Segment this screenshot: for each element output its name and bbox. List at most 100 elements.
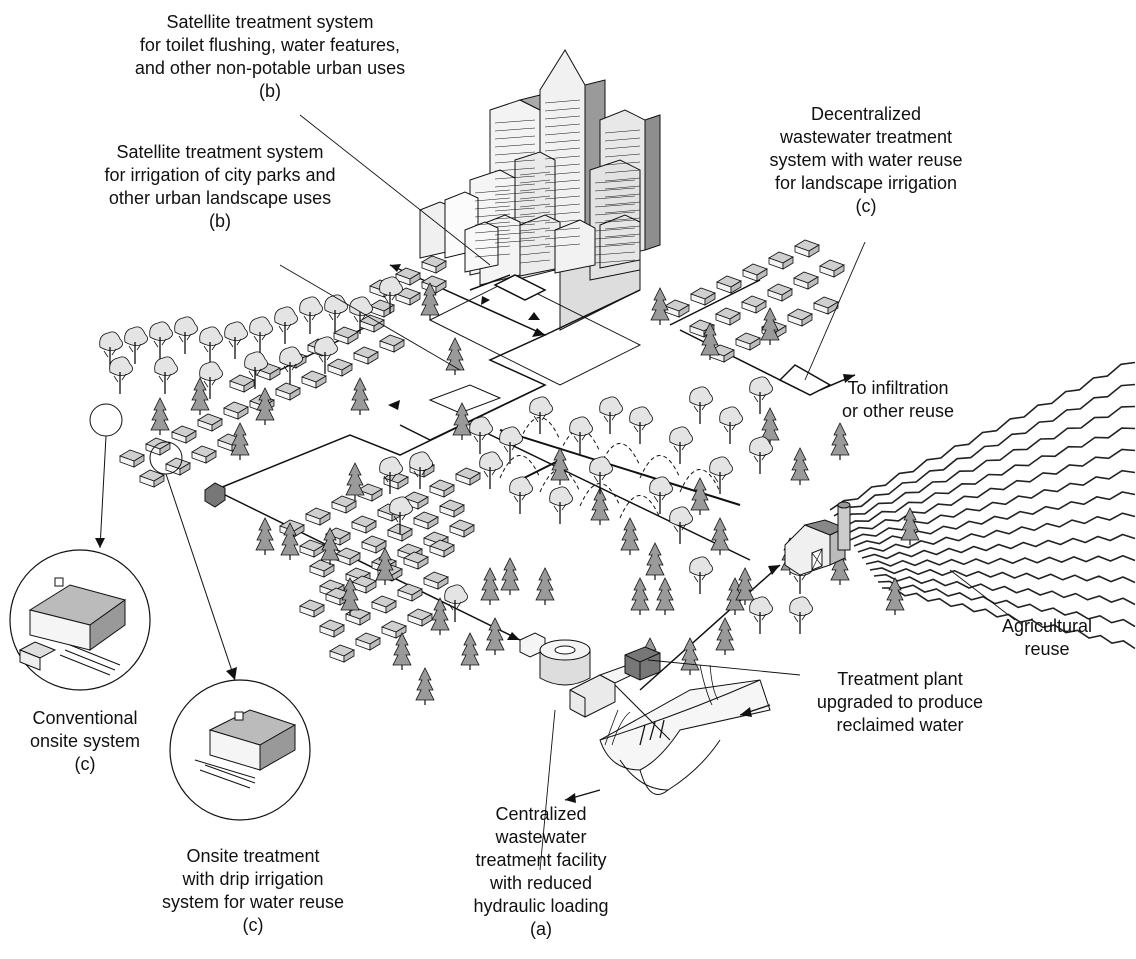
house-icon [407, 608, 433, 627]
tree-icon [324, 294, 349, 333]
window-line [594, 243, 636, 248]
tree-icon [485, 617, 505, 656]
window-line [594, 195, 636, 200]
window-line [519, 195, 551, 200]
pipe-network [214, 264, 856, 691]
window-line [594, 259, 636, 264]
window-line [519, 187, 551, 192]
tree-icon [669, 506, 694, 545]
label-line: (c) [243, 915, 264, 935]
window-line [544, 203, 581, 208]
house-icon [742, 263, 768, 282]
window-line [494, 167, 536, 172]
window-line [519, 203, 551, 208]
sprinkler-arc-icon [619, 495, 661, 519]
label-line: (b) [259, 81, 281, 101]
window-line [494, 143, 536, 148]
tree-icon [630, 577, 650, 616]
field-row [873, 573, 1136, 606]
house-icon [327, 358, 353, 377]
window-line [544, 163, 581, 168]
tree-icon [789, 596, 814, 635]
label-line: Agricultural [1002, 616, 1092, 636]
field-row [845, 448, 1136, 535]
house-icon [353, 346, 379, 365]
label-line: with drip irrigation [181, 869, 323, 889]
window-line [544, 155, 581, 160]
tree-icon [680, 637, 700, 676]
tree-icon [444, 584, 469, 623]
window-line [544, 131, 581, 136]
window-line [474, 237, 511, 242]
house-icon [229, 374, 255, 393]
window-line [474, 197, 511, 202]
window-line [474, 229, 511, 234]
house-icon [371, 595, 397, 614]
window-line [604, 209, 641, 214]
label-line: wastewater [494, 827, 586, 847]
window-line [494, 223, 536, 228]
tree-icon [249, 316, 274, 355]
window-line [604, 193, 641, 198]
window-line [604, 153, 641, 158]
label-line: (a) [530, 919, 552, 939]
window-line [494, 151, 536, 156]
field-row [853, 491, 1136, 547]
window-line [594, 179, 636, 184]
house-icon [449, 519, 475, 538]
window-line [544, 227, 581, 232]
conventional-onsite-circle [9, 549, 151, 691]
tree-icon [760, 307, 780, 346]
house-icon [413, 511, 439, 530]
tree-icon [479, 451, 504, 490]
window-line [544, 99, 581, 104]
house-icon [165, 457, 191, 476]
house-icon [145, 437, 171, 456]
house-icon [793, 271, 819, 290]
window-line [474, 221, 511, 226]
label-line: upgraded to produce [817, 692, 983, 712]
window-line [494, 183, 536, 188]
field-row [869, 567, 1136, 584]
tree-icon [645, 542, 665, 581]
window-line [494, 199, 536, 204]
window-line [494, 231, 536, 236]
window-line [594, 187, 636, 192]
tree-icon [535, 567, 555, 606]
window-line [494, 215, 536, 220]
house-icon [819, 259, 845, 278]
sprinkler-arc-icon [499, 455, 541, 479]
window-line [474, 213, 511, 218]
house-icon [379, 334, 405, 353]
window-line [519, 259, 551, 264]
tree-icon [375, 547, 395, 586]
label-line: (c) [75, 754, 96, 774]
label-line: for irrigation of city parks and [104, 165, 335, 185]
field-row [849, 469, 1136, 541]
label-line: onsite system [30, 731, 140, 751]
window-line [474, 245, 511, 250]
tree-icon [109, 356, 134, 395]
window-line [519, 251, 551, 256]
house-icon [715, 307, 741, 326]
window-line [544, 211, 581, 216]
window-line [604, 233, 641, 238]
label-line: reclaimed water [836, 715, 963, 735]
label-line: (c) [856, 196, 877, 216]
window-line [604, 137, 641, 142]
window-line [519, 235, 551, 240]
satellite-treatment-box [204, 384, 502, 508]
label-line: system with water reuse [769, 150, 962, 170]
window-line [544, 123, 581, 128]
leader-lines [279, 114, 1016, 871]
tree-icon [715, 617, 735, 656]
tree-icon [345, 462, 365, 501]
tree-icon [149, 321, 174, 360]
tree-icon [749, 596, 774, 635]
window-line [519, 179, 551, 184]
tree-icon [689, 556, 714, 595]
tree-icon [669, 426, 694, 465]
tree-icon [569, 416, 594, 455]
onsite-drip-circle [169, 679, 311, 821]
